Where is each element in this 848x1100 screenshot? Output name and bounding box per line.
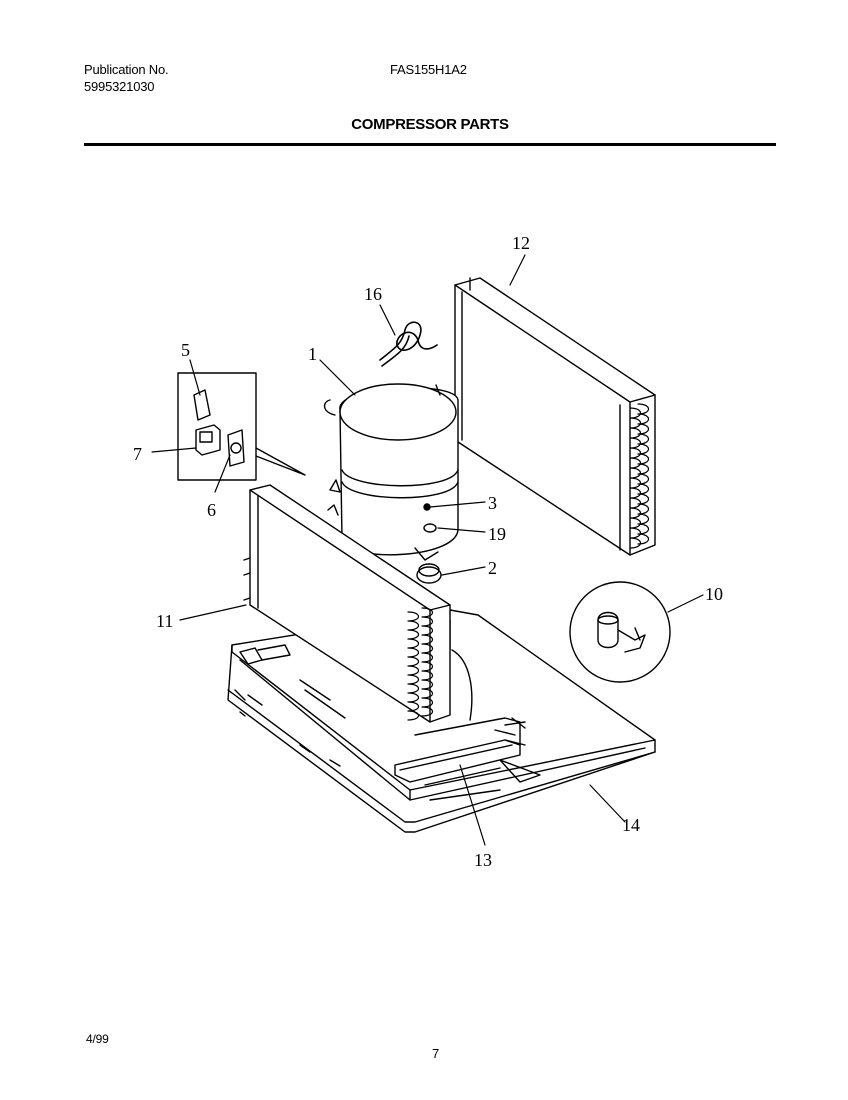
- relay-inset-box: [177, 372, 306, 481]
- callout-6: 6: [207, 500, 216, 520]
- callout-16: 16: [364, 284, 382, 304]
- condenser-coil: [454, 277, 656, 556]
- mounting-bracket: [394, 717, 526, 783]
- section-title: COMPRESSOR PARTS: [351, 116, 509, 133]
- callout-2: 2: [488, 558, 497, 578]
- grommet: [416, 563, 442, 584]
- callout-14: 14: [622, 815, 640, 835]
- publication-number: 5995321030: [84, 79, 155, 94]
- compressor: [323, 383, 459, 561]
- model-number: FAS155H1A2: [390, 62, 467, 77]
- callout-13: 13: [474, 850, 492, 870]
- capacitor-inset-circle: [569, 581, 671, 683]
- callout-12: 12: [512, 233, 530, 253]
- footer-date: 4/99: [86, 1032, 109, 1046]
- callout-5: 5: [181, 340, 190, 360]
- page-number: 7: [432, 1046, 440, 1061]
- evaporator-coil: [243, 484, 451, 723]
- callout-1: 1: [308, 344, 317, 364]
- callout-19: 19: [488, 524, 506, 544]
- header-rule: [84, 143, 776, 146]
- callout-3: 3: [488, 493, 497, 513]
- leader-lines: [151, 254, 704, 846]
- overload-screw: [423, 503, 431, 511]
- callout-10: 10: [705, 584, 723, 604]
- publication-label: Publication No.: [84, 62, 169, 77]
- callout-11: 11: [156, 611, 173, 631]
- terminal-grommet: [423, 523, 437, 533]
- process-tube: [379, 321, 438, 367]
- callout-7: 7: [133, 444, 142, 464]
